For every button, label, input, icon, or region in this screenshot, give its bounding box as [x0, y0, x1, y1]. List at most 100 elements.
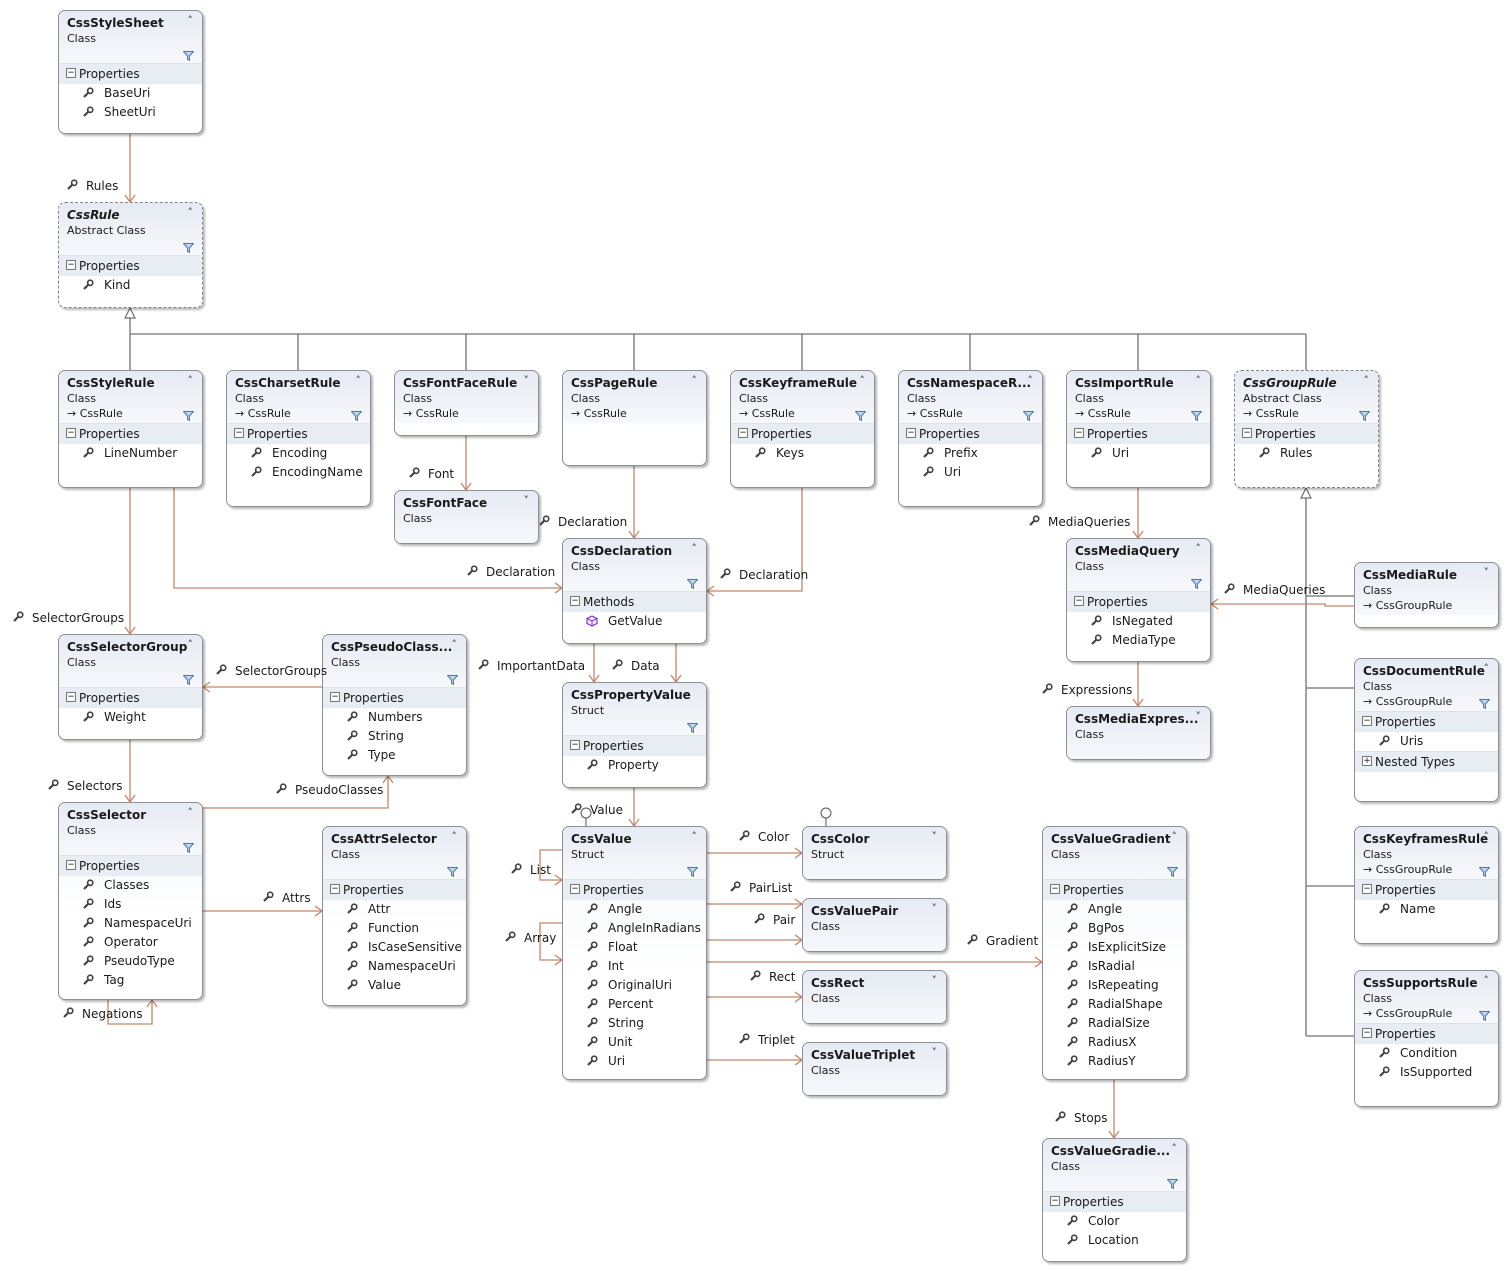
filter-icon[interactable] — [686, 866, 699, 878]
member-item[interactable]: Unit — [563, 1033, 706, 1052]
member-item[interactable]: RadialShape — [1043, 995, 1186, 1014]
collapse-toggle-icon[interactable]: − — [1242, 428, 1252, 438]
member-item[interactable]: IsSupported — [1355, 1063, 1498, 1082]
member-item[interactable]: AngleInRadians — [563, 919, 706, 938]
filter-icon[interactable] — [350, 410, 363, 422]
member-item[interactable]: Uri — [563, 1052, 706, 1071]
member-item[interactable]: RadiusY — [1043, 1052, 1186, 1071]
member-item[interactable]: Percent — [563, 995, 706, 1014]
collapse-chevron-icon[interactable]: ˄ — [451, 830, 458, 843]
member-item[interactable]: OriginalUri — [563, 976, 706, 995]
member-item[interactable]: Uris — [1355, 732, 1498, 751]
collapse-toggle-icon[interactable]: − — [1362, 716, 1372, 726]
collapse-toggle-icon[interactable]: − — [66, 68, 76, 78]
expand-chevron-icon[interactable]: ˅ — [1483, 566, 1490, 579]
collapse-chevron-icon[interactable]: ˄ — [187, 206, 194, 219]
collapse-toggle-icon[interactable]: − — [1074, 428, 1084, 438]
section-header[interactable]: −Properties — [563, 879, 706, 900]
member-item[interactable]: String — [323, 727, 466, 746]
collapse-chevron-icon[interactable]: ˄ — [691, 830, 698, 843]
section-header[interactable]: −Properties — [59, 855, 202, 876]
collapse-chevron-icon[interactable]: ˄ — [1027, 374, 1034, 387]
filter-icon[interactable] — [1478, 1010, 1491, 1022]
expand-chevron-icon[interactable]: ˅ — [1195, 710, 1202, 723]
member-item[interactable]: Weight — [59, 708, 202, 727]
expand-chevron-icon[interactable]: ˅ — [931, 974, 938, 987]
css-namespace-rule-class-box[interactable]: CssNamespaceR...Class→ CssRule˄−Properti… — [898, 370, 1043, 507]
expand-chevron-icon[interactable]: ˅ — [931, 1046, 938, 1059]
filter-icon[interactable] — [182, 674, 195, 686]
filter-icon[interactable] — [1166, 1178, 1179, 1190]
collapse-chevron-icon[interactable]: ˄ — [1171, 830, 1178, 843]
filter-icon[interactable] — [446, 866, 459, 878]
member-item[interactable]: LineNumber — [59, 444, 202, 463]
member-item[interactable]: Uri — [1067, 444, 1210, 463]
collapse-chevron-icon[interactable]: ˄ — [187, 374, 194, 387]
member-item[interactable]: IsNegated — [1067, 612, 1210, 631]
member-item[interactable]: IsRepeating — [1043, 976, 1186, 995]
expand-chevron-icon[interactable]: ˅ — [931, 830, 938, 843]
filter-icon[interactable] — [1022, 410, 1035, 422]
member-item[interactable]: Numbers — [323, 708, 466, 727]
filter-icon[interactable] — [182, 50, 195, 62]
collapse-chevron-icon[interactable]: ˄ — [355, 374, 362, 387]
member-item[interactable]: RadiusX — [1043, 1033, 1186, 1052]
collapse-chevron-icon[interactable]: ˄ — [187, 806, 194, 819]
member-item[interactable]: Rules — [1235, 444, 1378, 463]
member-item[interactable]: RadialSize — [1043, 1014, 1186, 1033]
collapse-chevron-icon[interactable]: ˄ — [1195, 374, 1202, 387]
section-header[interactable]: −Properties — [1235, 423, 1378, 444]
collapse-chevron-icon[interactable]: ˄ — [859, 374, 866, 387]
member-item[interactable]: Condition — [1355, 1044, 1498, 1063]
collapse-toggle-icon[interactable]: − — [330, 692, 340, 702]
filter-icon[interactable] — [686, 578, 699, 590]
member-item[interactable]: Attr — [323, 900, 466, 919]
section-header[interactable]: −Properties — [227, 423, 370, 444]
collapse-chevron-icon[interactable]: ˄ — [187, 638, 194, 651]
collapse-toggle-icon[interactable]: − — [66, 428, 76, 438]
member-item[interactable]: Uri — [899, 463, 1042, 482]
filter-icon[interactable] — [1166, 866, 1179, 878]
expand-toggle-icon[interactable]: + — [1362, 756, 1372, 766]
member-item[interactable]: Angle — [563, 900, 706, 919]
member-item[interactable]: Name — [1355, 900, 1498, 919]
collapse-toggle-icon[interactable]: − — [66, 260, 76, 270]
member-item[interactable]: IsExplicitSize — [1043, 938, 1186, 957]
member-item[interactable]: Kind — [59, 276, 202, 295]
member-item[interactable]: String — [563, 1014, 706, 1033]
section-header[interactable]: −Properties — [731, 423, 874, 444]
member-item[interactable]: Function — [323, 919, 466, 938]
filter-icon[interactable] — [182, 410, 195, 422]
expand-chevron-icon[interactable]: ˅ — [523, 494, 530, 507]
collapse-chevron-icon[interactable]: ˄ — [1483, 662, 1490, 675]
member-item[interactable]: Int — [563, 957, 706, 976]
collapse-chevron-icon[interactable]: ˄ — [187, 14, 194, 27]
member-item[interactable]: Keys — [731, 444, 874, 463]
collapse-chevron-icon[interactable]: ˄ — [691, 542, 698, 555]
collapse-chevron-icon[interactable]: ˄ — [1363, 374, 1370, 387]
section-header[interactable]: −Properties — [1355, 711, 1498, 732]
member-item[interactable]: NamespaceUri — [323, 957, 466, 976]
collapse-chevron-icon[interactable]: ˄ — [451, 638, 458, 651]
section-header[interactable]: −Properties — [59, 63, 202, 84]
member-item[interactable]: Property — [563, 756, 706, 775]
collapse-chevron-icon[interactable]: ˄ — [1171, 1142, 1178, 1155]
member-item[interactable]: Ids — [59, 895, 202, 914]
filter-icon[interactable] — [854, 410, 867, 422]
